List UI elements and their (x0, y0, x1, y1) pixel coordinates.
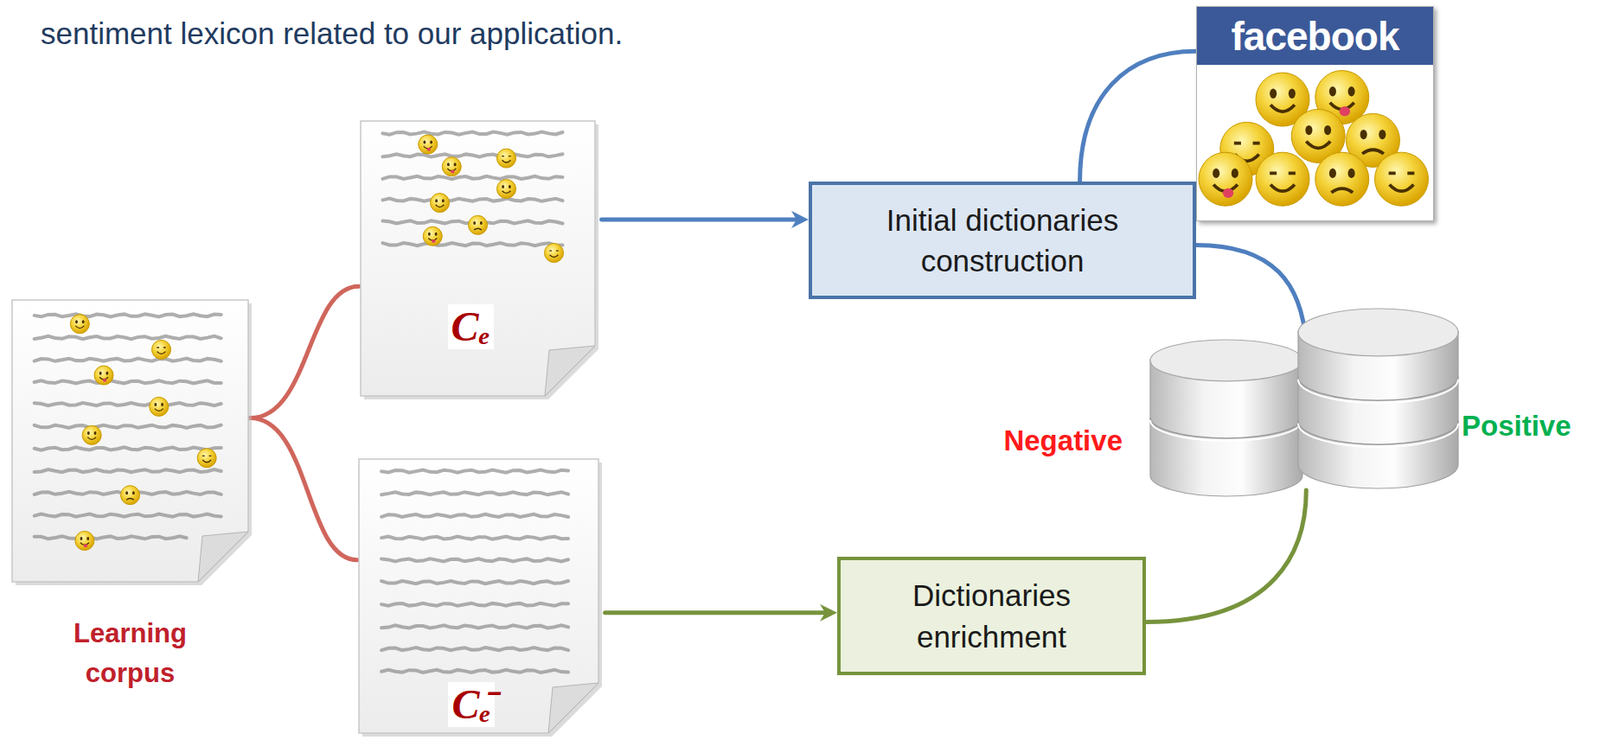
emoticon (152, 339, 172, 359)
node-heading: Learning corpus (52, 614, 209, 694)
emoticon (497, 148, 517, 168)
database-cylinder: Positive (1296, 307, 1460, 491)
text-holder: Cₑ̄ (357, 678, 586, 732)
emoticon (1315, 152, 1370, 206)
emoticon-cluster (1196, 64, 1435, 223)
emoticon (75, 531, 95, 551)
document-shape (10, 298, 250, 584)
emoticon (441, 157, 461, 177)
emoticon (1255, 152, 1310, 206)
connector-line (249, 418, 358, 561)
emoticon (149, 396, 169, 416)
emoticon (468, 215, 488, 235)
logo-text: facebook (1231, 16, 1400, 57)
arrow-connector (605, 610, 827, 615)
emoticon (94, 365, 114, 385)
emoticon (121, 486, 141, 506)
emoticon (497, 179, 517, 199)
document-shape (358, 119, 597, 398)
process-box: Dictionaries enrichment (837, 556, 1146, 676)
connector-line (1196, 244, 1306, 345)
process-label: Dictionaries enrichment (856, 575, 1127, 658)
process-box: Initial dictionaries construction (808, 181, 1197, 300)
emoticon (422, 226, 442, 246)
arrow-connector (601, 217, 800, 222)
document-icon: Learning corpus (10, 298, 250, 584)
emoticon (430, 193, 450, 213)
store-label: Negative (1003, 423, 1123, 459)
emoticon (1198, 152, 1253, 206)
emoticon (418, 134, 438, 154)
connector-line (1145, 490, 1306, 622)
caption-text: sentiment lexicon related to our applica… (40, 15, 623, 52)
document-icon: Cₑ (358, 119, 597, 398)
database-shape (1148, 339, 1305, 499)
store-label: Positive (1461, 409, 1572, 444)
corpus-symbol: Cₑ (448, 304, 494, 351)
text-holder: facebook (1196, 6, 1434, 65)
document-icon: Cₑ̄ (357, 457, 601, 736)
emoticon (197, 448, 217, 468)
text-holder: Positive (1461, 407, 1572, 446)
source-logo: facebook (1196, 6, 1434, 222)
emoticon (544, 243, 564, 263)
text-holder: Cₑ (358, 296, 583, 358)
process-label: Initial dictionaries construction (827, 199, 1178, 282)
connector-line (1080, 51, 1197, 182)
text-holder: sentiment lexicon related to our applica… (40, 15, 623, 52)
emoticon (1375, 152, 1429, 206)
database-cylinder: Negative (1148, 339, 1305, 499)
emoticon (70, 314, 90, 334)
connector-line (249, 286, 359, 418)
text-holder: Negative (1003, 422, 1123, 461)
emoticon (82, 425, 102, 445)
corpus-symbol: Cₑ̄ (448, 682, 494, 729)
text-holder: Learning corpus (52, 614, 209, 694)
database-shape (1296, 307, 1460, 491)
